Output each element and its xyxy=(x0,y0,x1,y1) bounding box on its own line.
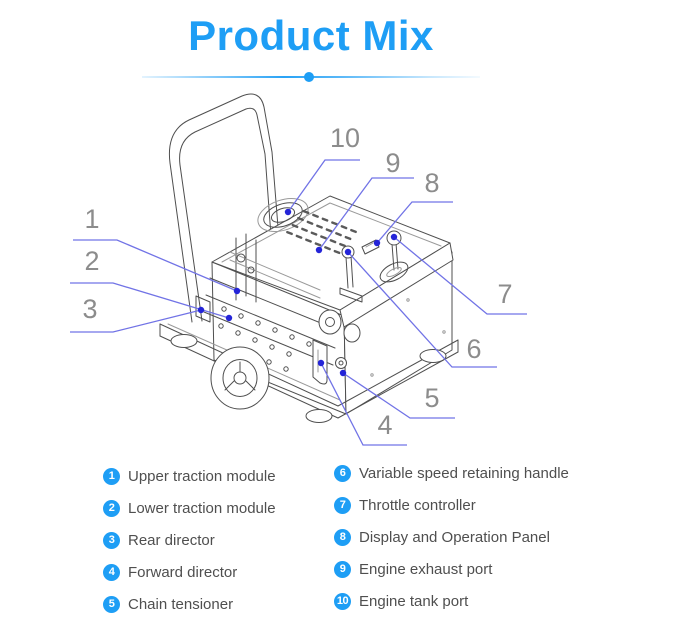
callout-5: 5 xyxy=(339,369,455,419)
legend-column-right: 6 Variable speed retaining handle 7 Thro… xyxy=(334,463,569,619)
leader-dot xyxy=(284,208,292,216)
legend-number-badge: 6 xyxy=(334,465,351,482)
push-handle xyxy=(168,93,281,323)
callout-number: 5 xyxy=(424,383,439,413)
legend-item-label: Rear director xyxy=(128,532,215,549)
callout-10: 10 xyxy=(284,123,360,216)
page-title: Product Mix xyxy=(188,12,434,59)
legend-number-badge: 4 xyxy=(103,564,120,581)
legend-item-label: Upper traction module xyxy=(128,468,276,485)
legend-item-8: 8 Display and Operation Panel xyxy=(334,527,569,548)
callout-number: 7 xyxy=(497,279,512,309)
leader-dot xyxy=(373,239,381,247)
callout-4: 4 xyxy=(317,359,407,446)
legend-number-badge: 10 xyxy=(334,593,351,610)
legend-item-4: 4 Forward director xyxy=(103,562,276,583)
callout-3: 3 xyxy=(70,294,205,333)
leader-dot xyxy=(197,306,205,314)
legend-column-left: 1 Upper traction module 2 Lower traction… xyxy=(103,466,276,619)
divider-dot xyxy=(304,72,314,82)
leader-dot xyxy=(390,233,398,241)
legend-number-badge: 1 xyxy=(103,468,120,485)
legend-item-5: 5 Chain tensioner xyxy=(103,594,276,615)
callout-number: 10 xyxy=(330,123,360,153)
leader-dot xyxy=(317,359,325,367)
legend-number-badge: 8 xyxy=(334,529,351,546)
wheel xyxy=(210,346,270,410)
machine-line-art xyxy=(159,93,459,423)
callout-6: 6 xyxy=(344,248,497,368)
legend-number-badge: 9 xyxy=(334,561,351,578)
legend-item-label: Forward director xyxy=(128,564,238,581)
fuel-cap xyxy=(257,197,309,233)
callout-number: 6 xyxy=(466,334,481,364)
callout-number: 1 xyxy=(84,204,99,234)
callout-number: 4 xyxy=(377,410,392,440)
callouts: 1 2 3 4 5 xyxy=(70,123,527,446)
callout-number: 8 xyxy=(424,168,439,198)
legend-number-badge: 7 xyxy=(334,497,351,514)
legend-item-label: Display and Operation Panel xyxy=(359,529,550,546)
callout-1: 1 xyxy=(73,204,241,295)
legend-number-badge: 3 xyxy=(103,532,120,549)
callout-8: 8 xyxy=(373,168,453,247)
legend-item-label: Lower traction module xyxy=(128,500,276,517)
exhaust-grille xyxy=(286,209,357,255)
legend-item-10: 10 Engine tank port xyxy=(334,591,569,612)
callout-number: 2 xyxy=(84,246,99,276)
callout-9: 9 xyxy=(315,148,414,254)
legend-item-7: 7 Throttle controller xyxy=(334,495,569,516)
legend-item-9: 9 Engine exhaust port xyxy=(334,559,569,580)
leader-dot xyxy=(225,314,233,322)
callout-7: 7 xyxy=(390,233,527,315)
legend-item-label: Engine tank port xyxy=(359,593,469,610)
callout-2: 2 xyxy=(70,246,233,322)
callout-number: 3 xyxy=(82,294,97,324)
legend-item-6: 6 Variable speed retaining handle xyxy=(334,463,569,484)
display-panel xyxy=(361,239,380,255)
legend-item-label: Variable speed retaining handle xyxy=(359,465,569,482)
legend-number-badge: 5 xyxy=(103,596,120,613)
leader-dot xyxy=(339,369,347,377)
legend-item-label: Throttle controller xyxy=(359,497,476,514)
leader-dot xyxy=(315,246,323,254)
legend-item-label: Chain tensioner xyxy=(128,596,234,613)
traction-modules xyxy=(195,233,339,372)
leader-dot xyxy=(233,287,241,295)
legend-item-label: Engine exhaust port xyxy=(359,561,493,578)
legend-number-badge: 2 xyxy=(103,500,120,517)
callout-number: 9 xyxy=(385,148,400,178)
legend-item-1: 1 Upper traction module xyxy=(103,466,276,487)
legend-item-3: 3 Rear director xyxy=(103,530,276,551)
leader-dot xyxy=(344,248,352,256)
legend-item-2: 2 Lower traction module xyxy=(103,498,276,519)
